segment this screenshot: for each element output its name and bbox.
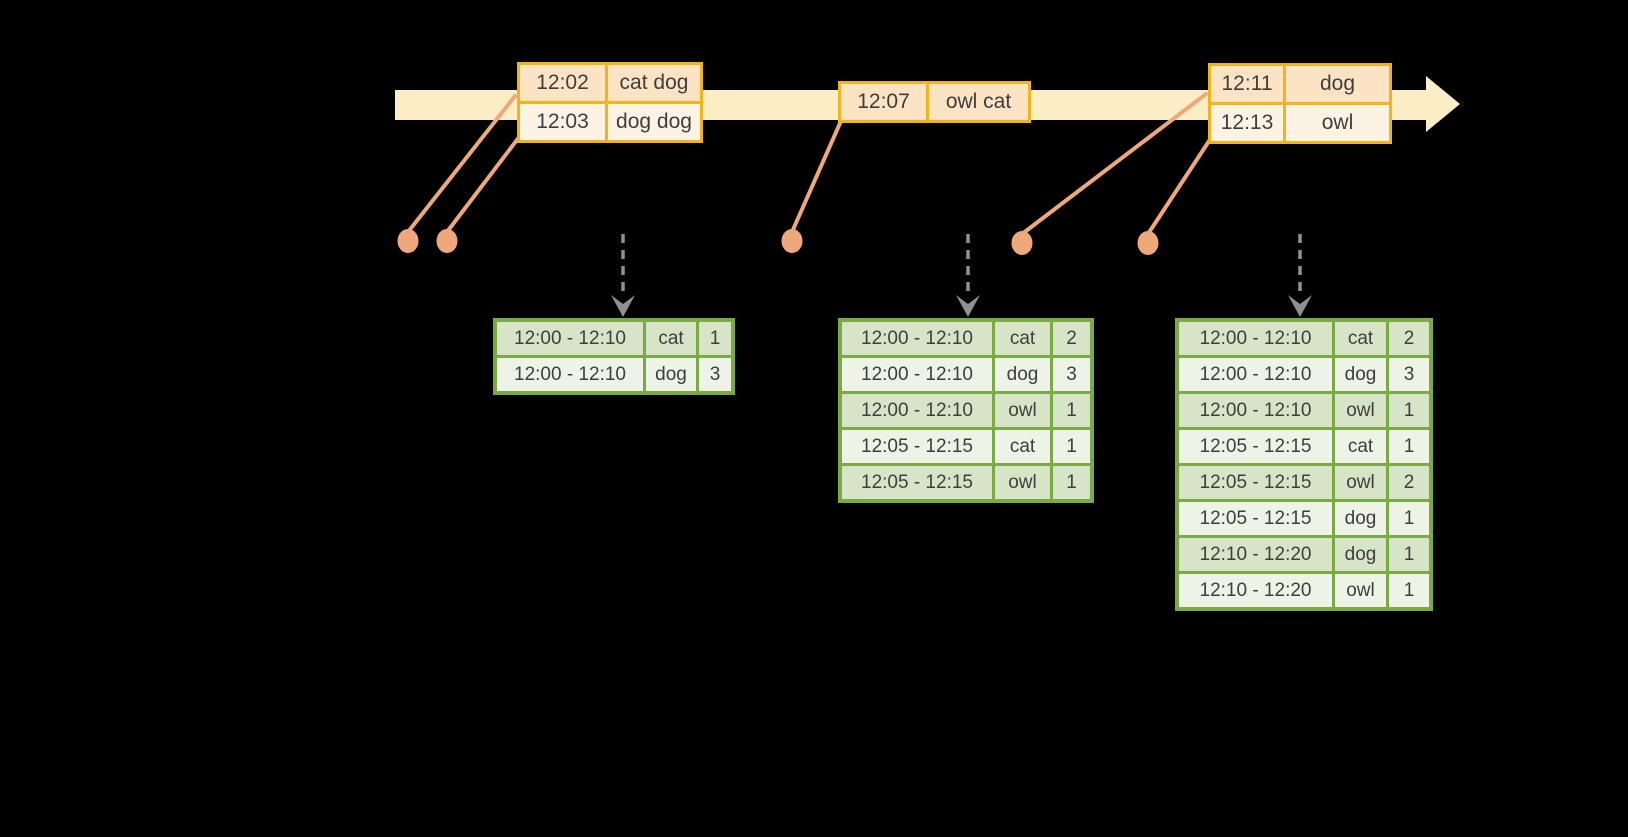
table-cell: 12:00 - 12:10: [497, 358, 643, 391]
connector-line: [790, 119, 843, 234]
table-cell: 1: [1053, 394, 1090, 427]
table-cell: owl cat: [929, 84, 1028, 120]
connector-line: [445, 126, 528, 234]
table-cell: 12:10 - 12:20: [1179, 538, 1332, 571]
table-cell: 1: [1389, 538, 1429, 571]
connector-line: [1146, 133, 1215, 236]
table-cell: 12:00 - 12:10: [1179, 394, 1332, 427]
table-cell: 3: [1389, 358, 1429, 391]
table-cell: cat: [1335, 322, 1386, 355]
table-cell: 12:05 - 12:15: [1179, 430, 1332, 463]
table-cell: 12:00 - 12:10: [842, 322, 992, 355]
table-cell: cat: [995, 430, 1050, 463]
table-cell: cat: [1335, 430, 1386, 463]
table-cell: 12:00 - 12:10: [497, 322, 643, 355]
event-dot: [397, 229, 419, 253]
event-dot: [1011, 231, 1033, 255]
table-cell: owl: [995, 466, 1050, 499]
table-cell: 3: [699, 358, 731, 391]
table-cell: cat dog: [608, 65, 700, 101]
table-cell: 12:13: [1211, 105, 1283, 141]
table-cell: owl: [1335, 466, 1386, 499]
event-dot: [436, 229, 458, 253]
table-cell: 12:05 - 12:15: [1179, 466, 1332, 499]
connector-line: [406, 94, 517, 234]
table-cell: dog: [1335, 502, 1386, 535]
event-dot: [781, 229, 803, 253]
down-arrow-icon: [956, 295, 980, 317]
table-cell: 12:00 - 12:10: [842, 394, 992, 427]
table-cell: 12:02: [520, 65, 605, 101]
table-cell: 1: [699, 322, 731, 355]
table-cell: 12:03: [520, 104, 605, 140]
table-cell: cat: [995, 322, 1050, 355]
table-cell: 2: [1053, 322, 1090, 355]
table-cell: 12:11: [1211, 66, 1283, 102]
table-cell: 12:05 - 12:15: [1179, 502, 1332, 535]
table-cell: owl: [1335, 574, 1386, 607]
table-cell: 12:05 - 12:15: [842, 466, 992, 499]
table-cell: dog: [995, 358, 1050, 391]
connector-line: [1020, 92, 1208, 236]
table-cell: dog: [1286, 66, 1389, 102]
table-cell: 1: [1389, 502, 1429, 535]
table-cell: owl: [1335, 394, 1386, 427]
table-cell: 2: [1389, 322, 1429, 355]
table-cell: 1: [1389, 430, 1429, 463]
down-arrow-icon: [611, 295, 635, 317]
table-cell: owl: [995, 394, 1050, 427]
table-cell: 12:10 - 12:20: [1179, 574, 1332, 607]
table-cell: 1: [1389, 574, 1429, 607]
down-arrow-icon: [1288, 295, 1312, 317]
table-cell: 1: [1053, 466, 1090, 499]
event-dot: [1137, 231, 1159, 255]
table-cell: 12:00 - 12:10: [842, 358, 992, 391]
table-cell: 2: [1389, 466, 1429, 499]
table-cell: 1: [1053, 430, 1090, 463]
table-cell: dog: [1335, 538, 1386, 571]
table-cell: dog: [646, 358, 696, 391]
table-cell: cat: [646, 322, 696, 355]
table-cell: 12:07: [841, 84, 926, 120]
table-cell: 1: [1389, 394, 1429, 427]
table-cell: 12:05 - 12:15: [842, 430, 992, 463]
table-cell: owl: [1286, 105, 1389, 141]
table-cell: dog dog: [608, 104, 700, 140]
table-cell: 12:00 - 12:10: [1179, 322, 1332, 355]
table-cell: dog: [1335, 358, 1386, 391]
timeline-arrowhead-icon: [1426, 76, 1460, 132]
table-cell: 12:00 - 12:10: [1179, 358, 1332, 391]
table-cell: 3: [1053, 358, 1090, 391]
